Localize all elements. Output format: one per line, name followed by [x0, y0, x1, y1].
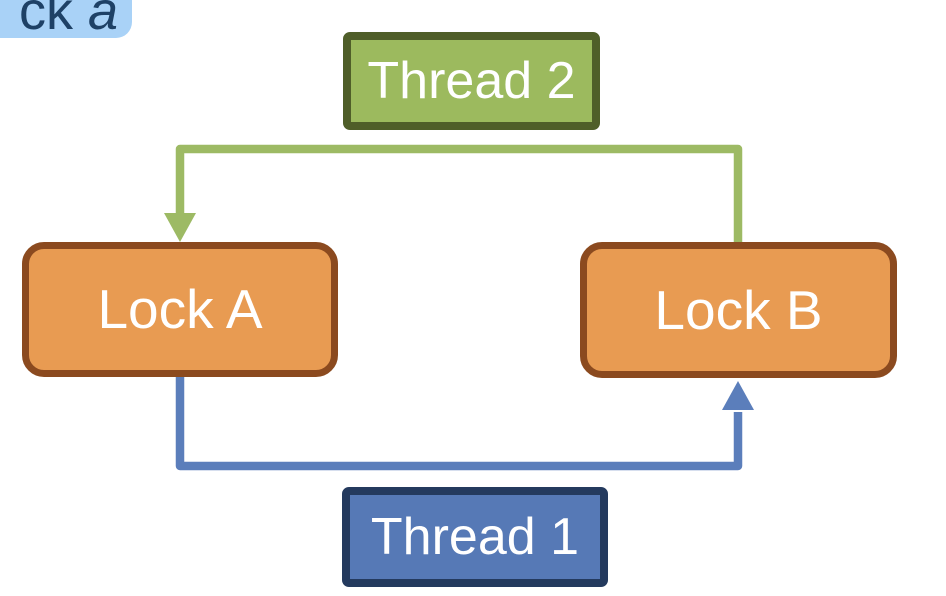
thread1-label: Thread 1 — [370, 508, 580, 566]
thread1-node: Thread 1 — [342, 487, 608, 587]
thread2-arrowhead-icon — [164, 213, 196, 242]
thread1-arrowhead-icon — [722, 381, 754, 410]
lock-a-node: Lock A — [22, 242, 338, 377]
highlighted-text: ck a — [19, 0, 118, 38]
lock-b-node: Lock B — [580, 242, 897, 378]
highlighted-text-italic: a — [87, 0, 118, 41]
highlighted-text-fragment: ck a — [0, 0, 132, 38]
thread2-node: Thread 2 — [343, 32, 600, 130]
lock-b-label: Lock B — [654, 278, 823, 341]
highlighted-text-regular: ck — [18, 0, 88, 41]
lock-a-label: Lock A — [97, 278, 263, 340]
thread2-edge-line — [175, 144, 743, 246]
thread2-label: Thread 2 — [367, 52, 576, 110]
thread1-edge-line — [175, 373, 743, 471]
